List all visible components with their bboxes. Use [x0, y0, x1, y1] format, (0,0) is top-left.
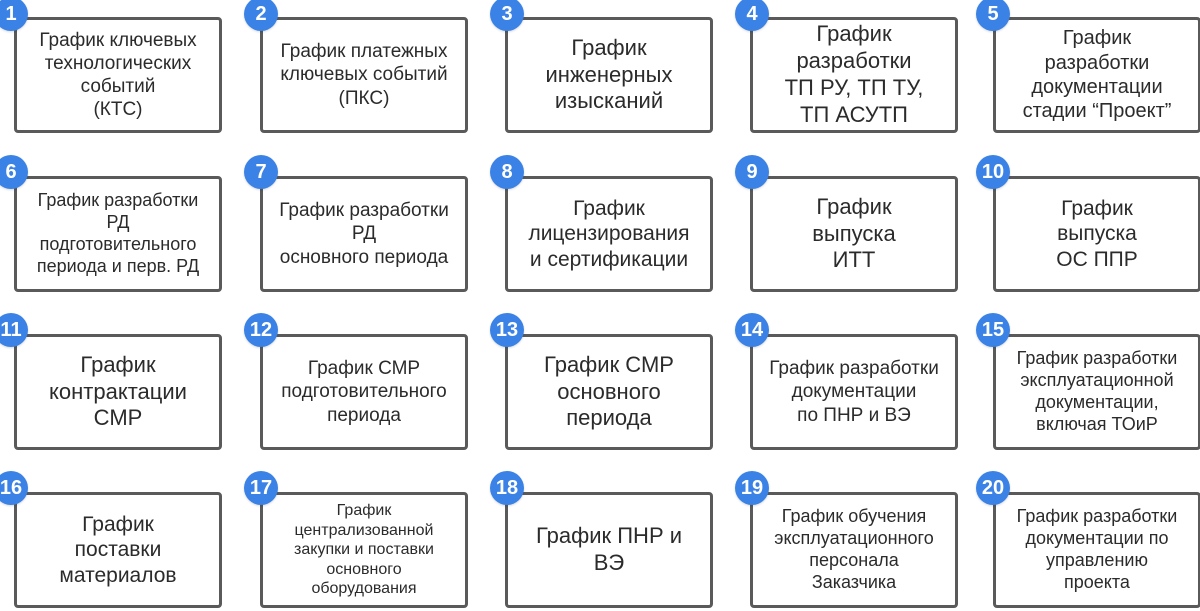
number-badge: 11 [0, 313, 28, 347]
card-label: График разработки ТП РУ, ТП ТУ, ТП АСУТП [784, 21, 924, 127]
card-label: График контрактации СМР [49, 351, 187, 431]
card-label: График разработки документации по управл… [1016, 506, 1178, 592]
schedule-card: График разработки ТП РУ, ТП ТУ, ТП АСУТП [750, 17, 958, 133]
schedule-card: График разработки документации по управл… [993, 492, 1200, 608]
schedule-card: График разработки документации стадии “П… [993, 17, 1200, 133]
number-badge: 7 [244, 155, 278, 189]
schedule-card: График платежных ключевых событий (ПКС) [260, 17, 468, 133]
card-label: График обучения эксплуатационного персон… [774, 506, 934, 592]
number-badge: 19 [735, 471, 769, 505]
number-badge: 8 [490, 155, 524, 189]
schedule-card: График централизованной закупки и постав… [260, 492, 468, 608]
schedule-card: График СМР подготовительного периода [260, 334, 468, 450]
number-badge: 12 [244, 313, 278, 347]
number-badge: 10 [976, 155, 1010, 189]
card-label: График централизованной закупки и постав… [294, 502, 434, 598]
card-label: График выпуска ИТТ [812, 193, 896, 273]
schedule-card: График ключевых технологических событий … [14, 17, 222, 133]
card-label: График разработки эксплуатационной докум… [1016, 348, 1178, 434]
schedule-card: График контрактации СМР [14, 334, 222, 450]
schedule-card: График разработки документации по ПНР и … [750, 334, 958, 450]
card-label: График лицензирования и сертификации [528, 196, 690, 271]
schedule-card: График СМР основного периода [505, 334, 713, 450]
schedule-card: График лицензирования и сертификации [505, 176, 713, 292]
schedule-card: График поставки материалов [14, 492, 222, 608]
card-label: График поставки материалов [59, 512, 177, 587]
number-badge: 17 [244, 471, 278, 505]
schedule-card: График выпуска ИТТ [750, 176, 958, 292]
schedule-card: График обучения эксплуатационного персон… [750, 492, 958, 608]
number-badge: 6 [0, 155, 28, 189]
schedule-card: График разработки эксплуатационной докум… [993, 334, 1200, 450]
number-badge: 5 [976, 0, 1010, 31]
schedule-card: График разработки РД подготовительного п… [14, 176, 222, 292]
number-badge: 16 [0, 471, 28, 505]
number-badge: 3 [490, 0, 524, 31]
number-badge: 18 [490, 471, 524, 505]
card-label: График СМР подготовительного периода [281, 358, 447, 426]
card-label: График инженерных изысканий [545, 34, 673, 114]
schedule-card: График выпуска ОС ППР [993, 176, 1200, 292]
number-badge: 9 [735, 155, 769, 189]
card-label: График ПНР и ВЭ [535, 523, 683, 575]
card-label: График разработки документации по ПНР и … [769, 358, 939, 426]
schedule-card: График ПНР и ВЭ [505, 492, 713, 608]
card-label: График разработки РД основного периода [279, 200, 449, 268]
schedule-card: График разработки РД основного периода [260, 176, 468, 292]
number-badge: 4 [735, 0, 769, 31]
number-badge: 14 [735, 313, 769, 347]
number-badge: 13 [490, 313, 524, 347]
number-badge: 20 [976, 471, 1010, 505]
card-label: График платежных ключевых событий (ПКС) [280, 41, 448, 109]
card-label: График СМР основного периода [544, 351, 674, 431]
number-badge: 1 [0, 0, 28, 31]
card-label: График разработки документации стадии “П… [1022, 27, 1172, 123]
number-badge: 15 [976, 313, 1010, 347]
schedule-card: График инженерных изысканий [505, 17, 713, 133]
card-label: График ключевых технологических событий … [39, 29, 197, 121]
card-label: График разработки РД подготовительного п… [36, 190, 200, 276]
number-badge: 2 [244, 0, 278, 31]
card-label: График выпуска ОС ППР [1056, 196, 1138, 271]
